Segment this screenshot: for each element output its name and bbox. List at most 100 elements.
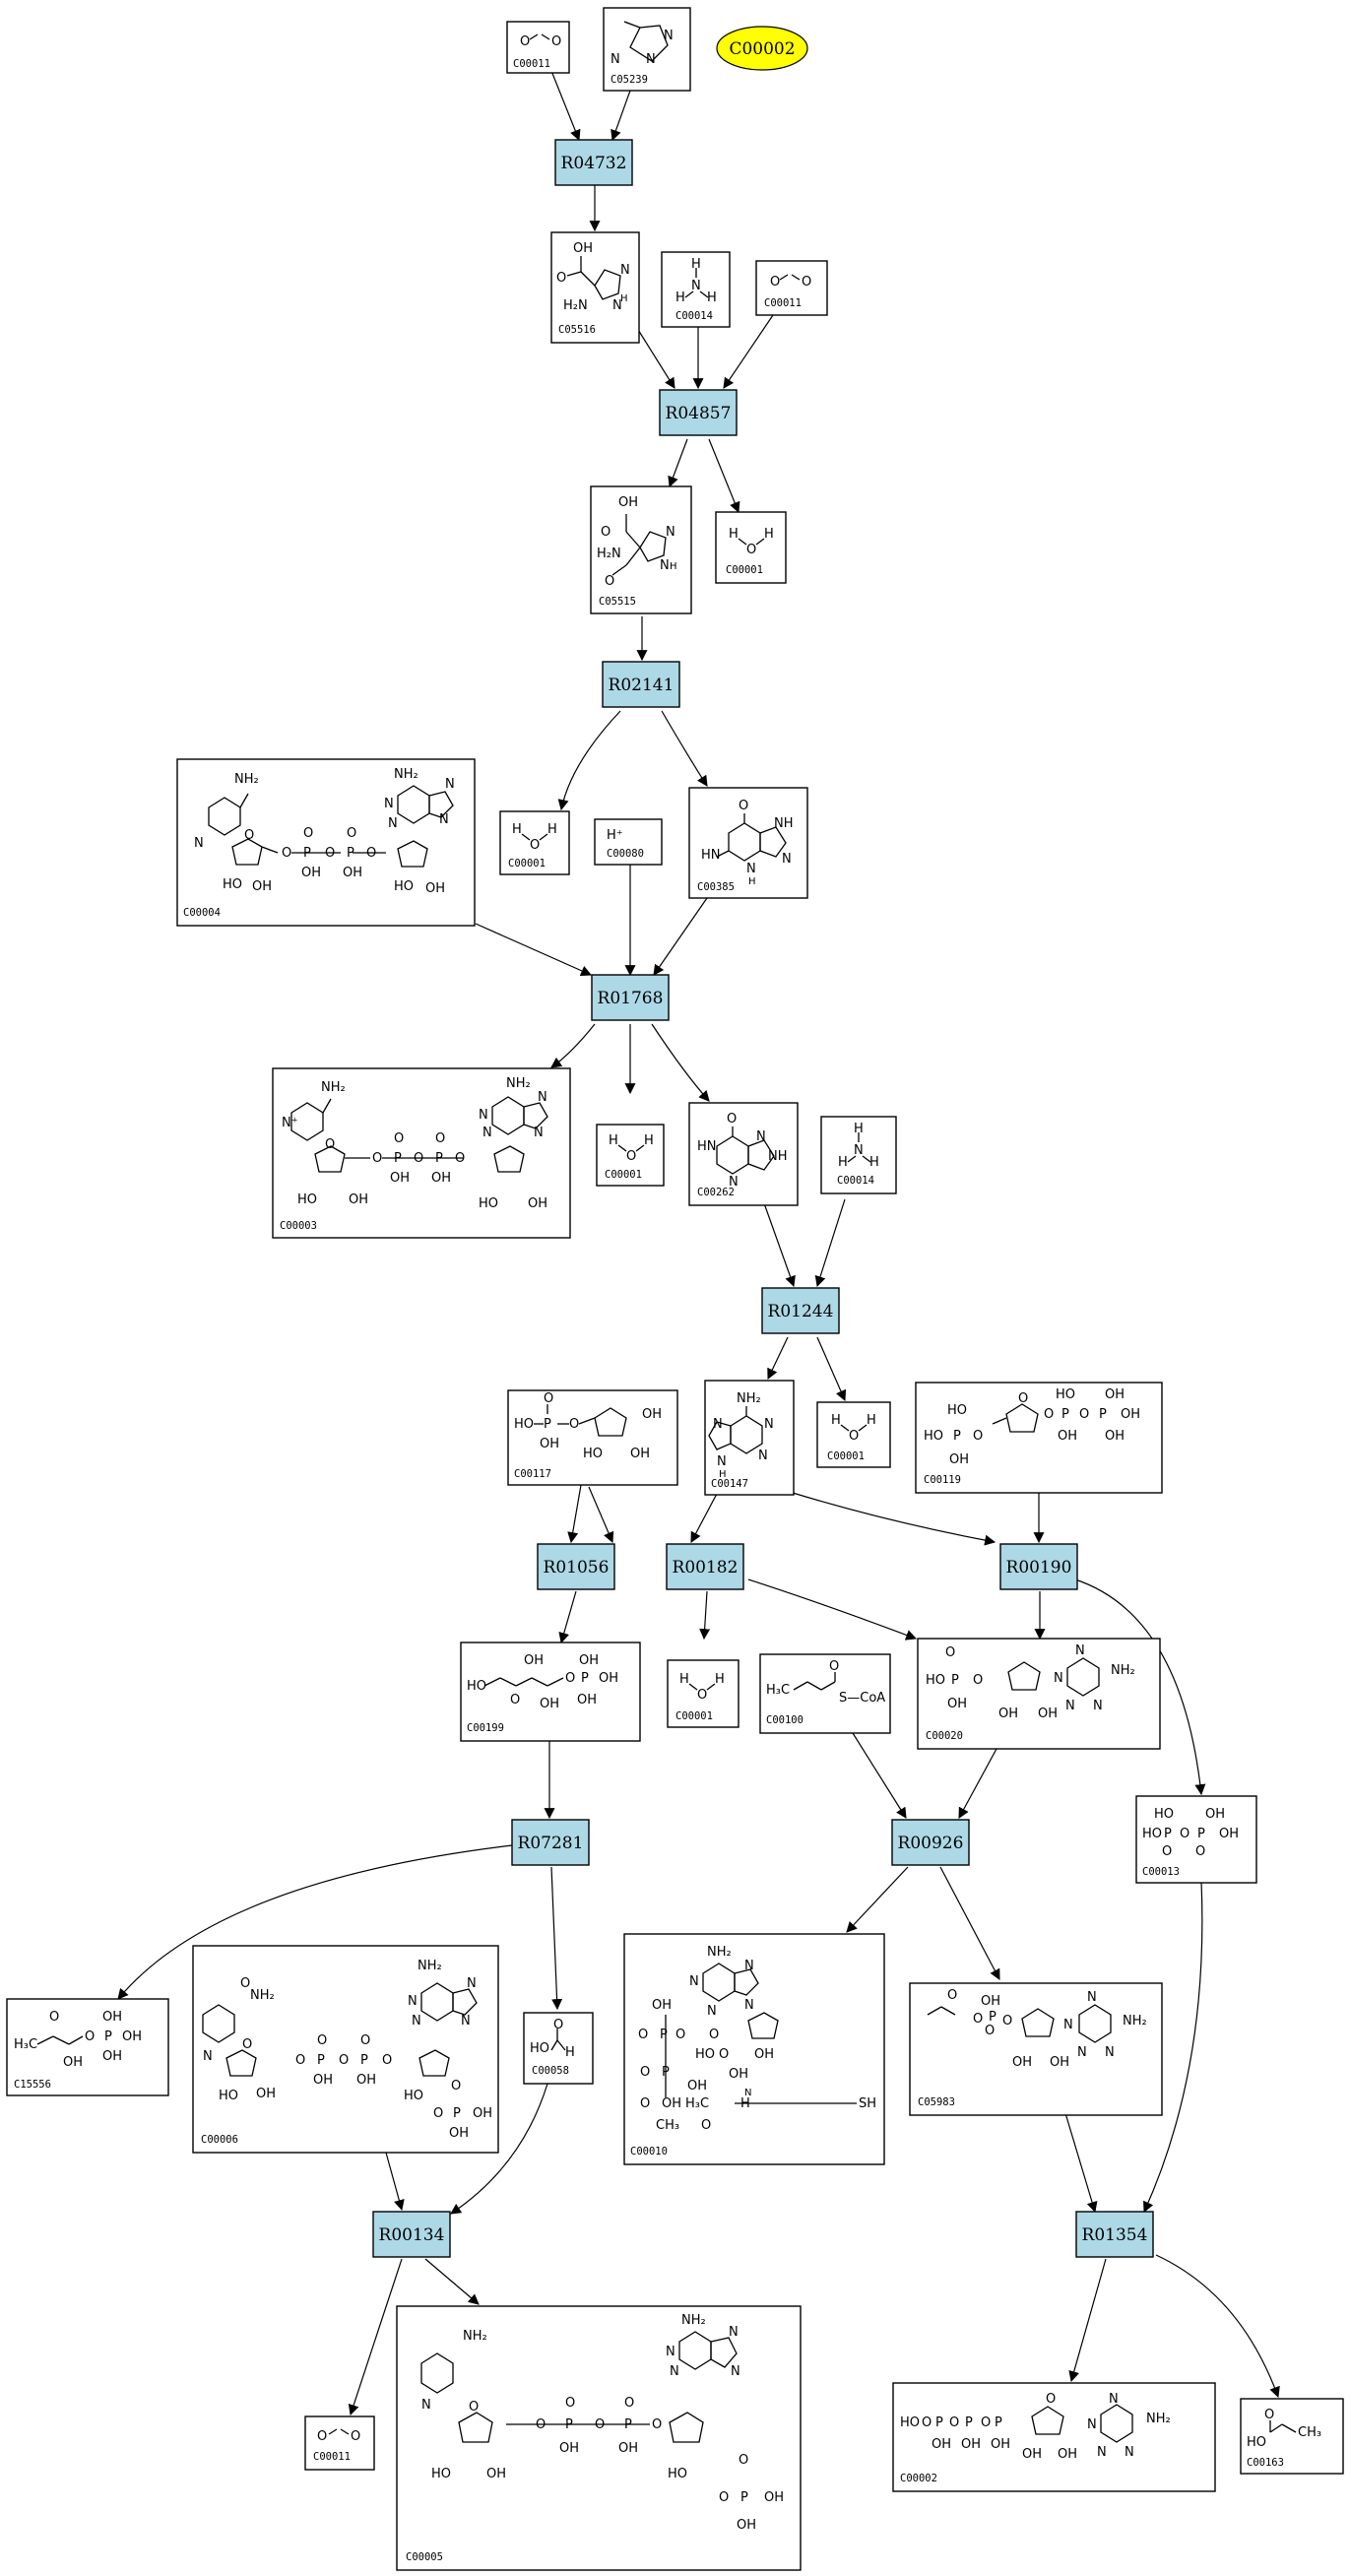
compound-C00004[interactable]: NH₂ NH₂ N N N N N O O P O P O O O OH OH …	[176, 758, 476, 927]
compound-C00147[interactable]: NH₂ N N N H N C00147	[704, 1380, 795, 1496]
atom: HO	[1154, 1807, 1174, 1822]
compound-C05515[interactable]: OH O N H₂N N H O C05515	[590, 485, 692, 614]
atom: O	[317, 2033, 327, 2048]
compound-C00013[interactable]: HO OH HO P O P OH O O C00013	[1135, 1795, 1257, 1884]
atom: O	[510, 1693, 520, 1707]
atom: HN	[697, 1139, 717, 1154]
atom: H	[748, 876, 756, 887]
reaction-R01354[interactable]: R01354	[1075, 2211, 1154, 2258]
compound-C00080[interactable]: H⁺ C00080	[594, 818, 663, 866]
edge	[653, 897, 708, 976]
atom: CH₃	[656, 2118, 679, 2133]
atom: O	[351, 2429, 360, 2444]
atom: O	[973, 1429, 983, 1444]
compound-C00119[interactable]: HO HO P O O OH O P O P OH HO OH OH OH C0…	[915, 1382, 1163, 1494]
reaction-R01056[interactable]: R01056	[537, 1543, 615, 1590]
atom: HO	[900, 2415, 920, 2430]
atom: O	[469, 2400, 479, 2415]
atom: O	[544, 1391, 553, 1406]
reaction-R07281[interactable]: R07281	[511, 1819, 590, 1866]
atom: H	[670, 561, 677, 572]
compound-C00005[interactable]: NH₂ O NH₂ N N N N N O O P O P O O O OH O…	[396, 2305, 802, 2571]
atom: O	[770, 275, 780, 290]
compound-C00011[interactable]: O C O C00011	[304, 2415, 375, 2471]
atom: N	[445, 777, 455, 792]
reaction-R01768[interactable]: R01768	[591, 974, 670, 1021]
compound-C00002[interactable]: HO O P OH O P OH O P OH O N N NH₂ N N OH…	[892, 2382, 1216, 2492]
compound-C00003[interactable]: NH₂ O NH₂ N⁺ N N N N O O P O P O O O OH …	[272, 1067, 571, 1239]
atom: OH	[356, 2073, 376, 2088]
compound-C00001[interactable]: H O H C00001	[667, 1659, 739, 1728]
compound-id: C05516	[558, 324, 596, 336]
atom: O	[985, 2024, 995, 2038]
compound-C00001[interactable]: H O H C00001	[816, 1401, 891, 1468]
atom: HO	[404, 2089, 423, 2103]
edge	[747, 1578, 918, 1641]
atom: HO	[223, 877, 242, 892]
edge	[558, 1590, 577, 1644]
reaction-label: R00134	[379, 2225, 445, 2245]
compound-C00262[interactable]: O HN NH N N C00262	[688, 1102, 799, 1206]
compound-C00006[interactable]: NH₂ O NH₂ N N N N N O O P O P O O O OH O…	[192, 1945, 499, 2154]
reaction-R04732[interactable]: R04732	[554, 139, 633, 186]
edge	[117, 1844, 513, 2000]
atom: N	[666, 2345, 675, 2359]
reaction-R04857[interactable]: R04857	[659, 389, 738, 436]
atom: O	[1044, 1407, 1054, 1422]
atom: HO	[219, 2089, 238, 2103]
reaction-R00182[interactable]: R00182	[666, 1543, 744, 1590]
compound-C00014[interactable]: H N H H C00014	[661, 251, 731, 328]
compound-C00011[interactable]: O C O C00011	[506, 21, 570, 74]
edge	[475, 923, 593, 977]
compound-C00199[interactable]: OH O HO O P OH OH OH OH C00199	[460, 1642, 641, 1742]
atom: S—CoA	[839, 1691, 885, 1706]
compound-C00058[interactable]: HO H O C00058	[523, 2012, 594, 2085]
reaction-label: R07281	[518, 1834, 584, 1853]
atom: H	[547, 822, 557, 837]
compound-C00100[interactable]: O H₃C S—CoA C00100	[759, 1653, 891, 1734]
atom: OH	[540, 1697, 559, 1711]
atom: O	[242, 2037, 252, 2052]
compound-C05516[interactable]: OH O N H₂N N H C05516	[550, 231, 640, 344]
reaction-R00134[interactable]: R00134	[372, 2211, 451, 2258]
compound-id: C00013	[1142, 1866, 1180, 1878]
atom: O	[652, 2417, 662, 2432]
atom: NH₂	[234, 772, 259, 787]
atom: O	[719, 2047, 729, 2062]
atom: OH	[1038, 1707, 1058, 1721]
compound-C05983[interactable]: O OH O O P O N N NH₂ N N OH OH C05983	[909, 1982, 1163, 2116]
edge	[763, 1202, 796, 1288]
compound-C00117[interactable]: HO P O OH O OH HO OH C00117	[507, 1389, 678, 1486]
atom: O	[551, 34, 561, 49]
atom: P	[995, 2415, 1002, 2430]
atom: N	[1087, 2417, 1097, 2432]
atom: O	[1018, 1391, 1028, 1406]
compound-C00163[interactable]: O HO CH₃ C00163	[1240, 2398, 1344, 2475]
reaction-R01244[interactable]: R01244	[761, 1287, 840, 1334]
highlight-node[interactable]: C00002	[716, 26, 808, 71]
reaction-R00190[interactable]: R00190	[999, 1543, 1078, 1590]
compound-C05239[interactable]: N N N C05239	[603, 7, 691, 92]
reaction-R00926[interactable]: R00926	[891, 1819, 970, 1866]
atom: O	[455, 1151, 465, 1166]
atom: OH	[343, 866, 362, 880]
compound-C15556[interactable]: O OH H₃C O P OH OH OH C15556	[6, 1998, 169, 2096]
atom: NH₂	[321, 1080, 346, 1095]
reaction-R02141[interactable]: R02141	[602, 661, 680, 708]
atom: OH	[998, 1707, 1018, 1721]
compound-C00010[interactable]: NH₂ N N N N OH O P O O O OH HO P OH O P …	[623, 1933, 885, 2165]
atom: O	[739, 2453, 748, 2468]
compound-C00001[interactable]: H O H C00001	[715, 511, 787, 584]
compound-C00020[interactable]: O HO P O OH N N NH₂ N N OH OH C00020	[917, 1638, 1161, 1750]
compound-C00001[interactable]: H O H C00001	[499, 810, 570, 875]
compound-C00014[interactable]: H N H H C00014	[820, 1116, 897, 1194]
edge	[958, 1748, 997, 1819]
compound-C00011[interactable]: O C O C00011	[755, 260, 828, 316]
compound-C00385[interactable]: O NH HN O N H N C00385	[688, 787, 808, 899]
atom: HO	[583, 1447, 603, 1461]
atom: HO	[926, 1673, 945, 1688]
atom: OH	[1058, 1429, 1077, 1444]
compound-C00001[interactable]: H O H C00001	[596, 1124, 665, 1187]
atom: HO	[668, 2467, 687, 2481]
edge	[699, 1590, 711, 1641]
